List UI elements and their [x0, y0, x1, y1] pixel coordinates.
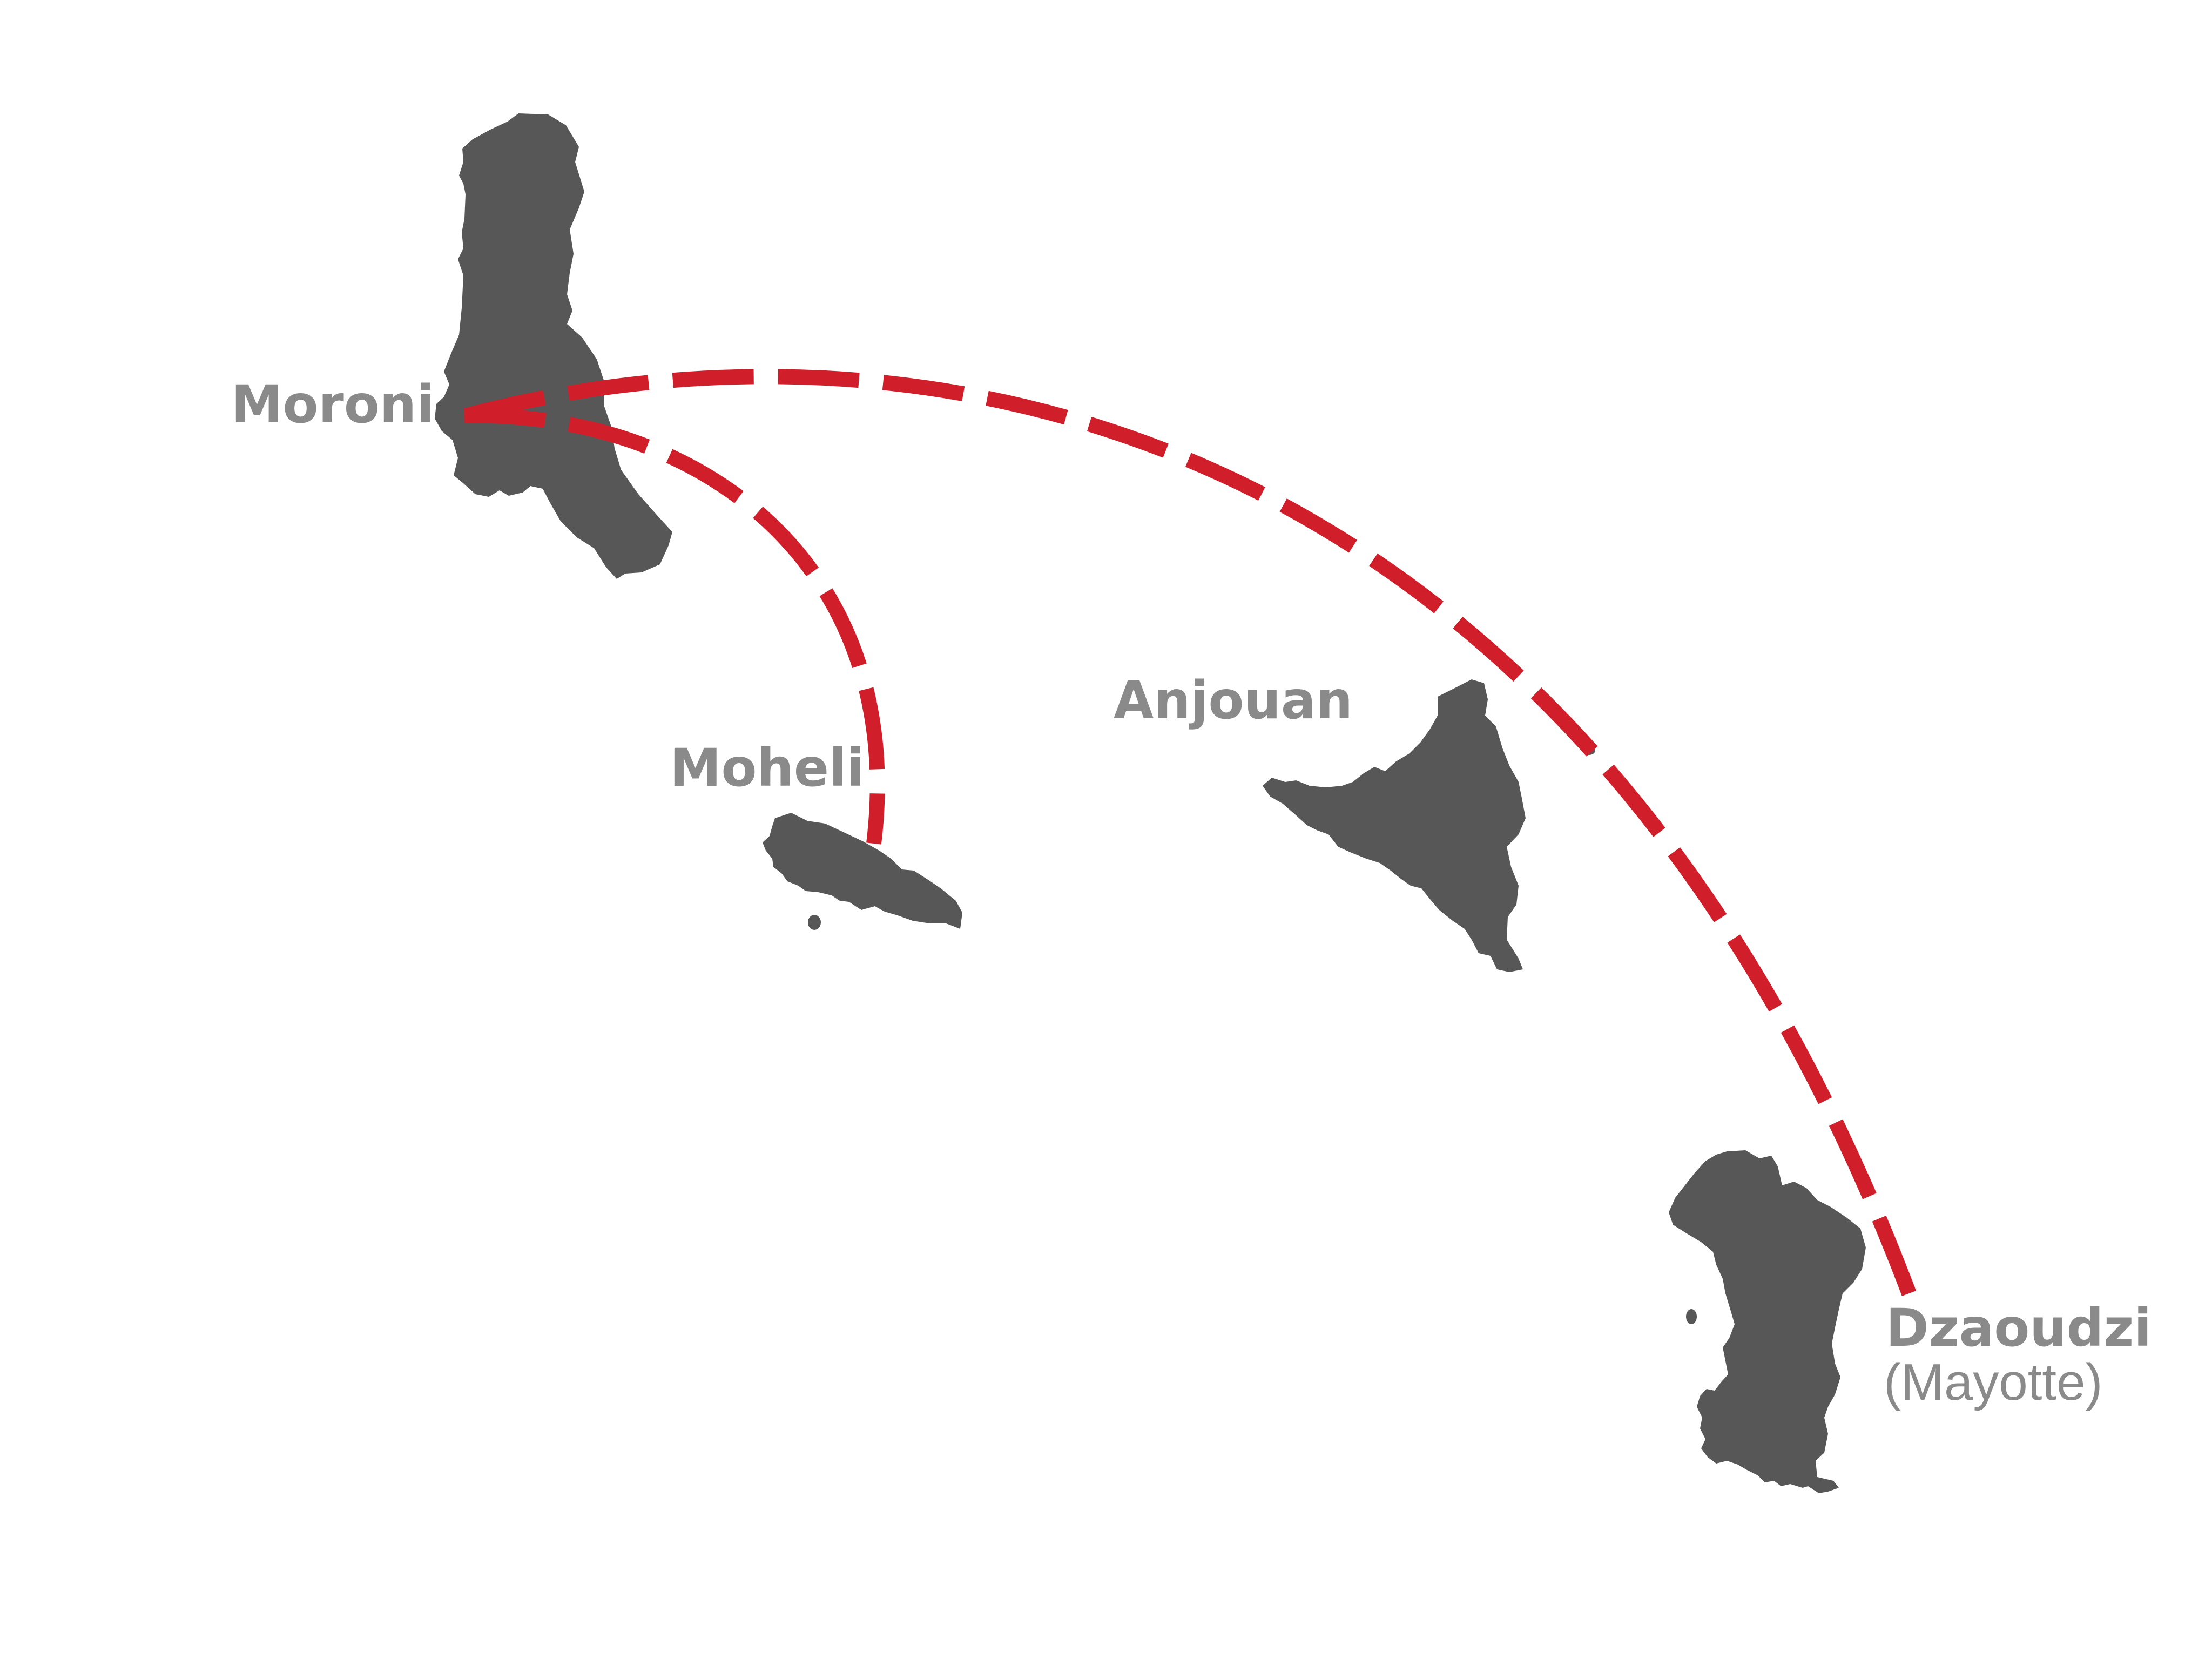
islet-moheli	[808, 915, 821, 930]
place-label-moroni: Moroni	[231, 374, 434, 435]
place-sublabel-mayotte: (Mayotte)	[1884, 1353, 2102, 1411]
island-anjouan	[1263, 679, 1526, 972]
place-label-moheli: Moheli	[670, 738, 865, 798]
route-moroni-moheli	[464, 408, 885, 845]
island-mayotte	[1669, 1150, 1866, 1493]
place-label-anjouan: Anjouan	[1114, 670, 1353, 731]
island-grande-comore	[435, 113, 672, 579]
islet-mayotte	[1686, 1309, 1697, 1324]
island-moheli	[763, 813, 962, 929]
route-moroni-dzaoudzi	[463, 369, 1917, 1296]
lagoon-mayotte	[1745, 1398, 1771, 1419]
place-label-dzaoudzi: Dzaoudzi	[1886, 1298, 2152, 1358]
